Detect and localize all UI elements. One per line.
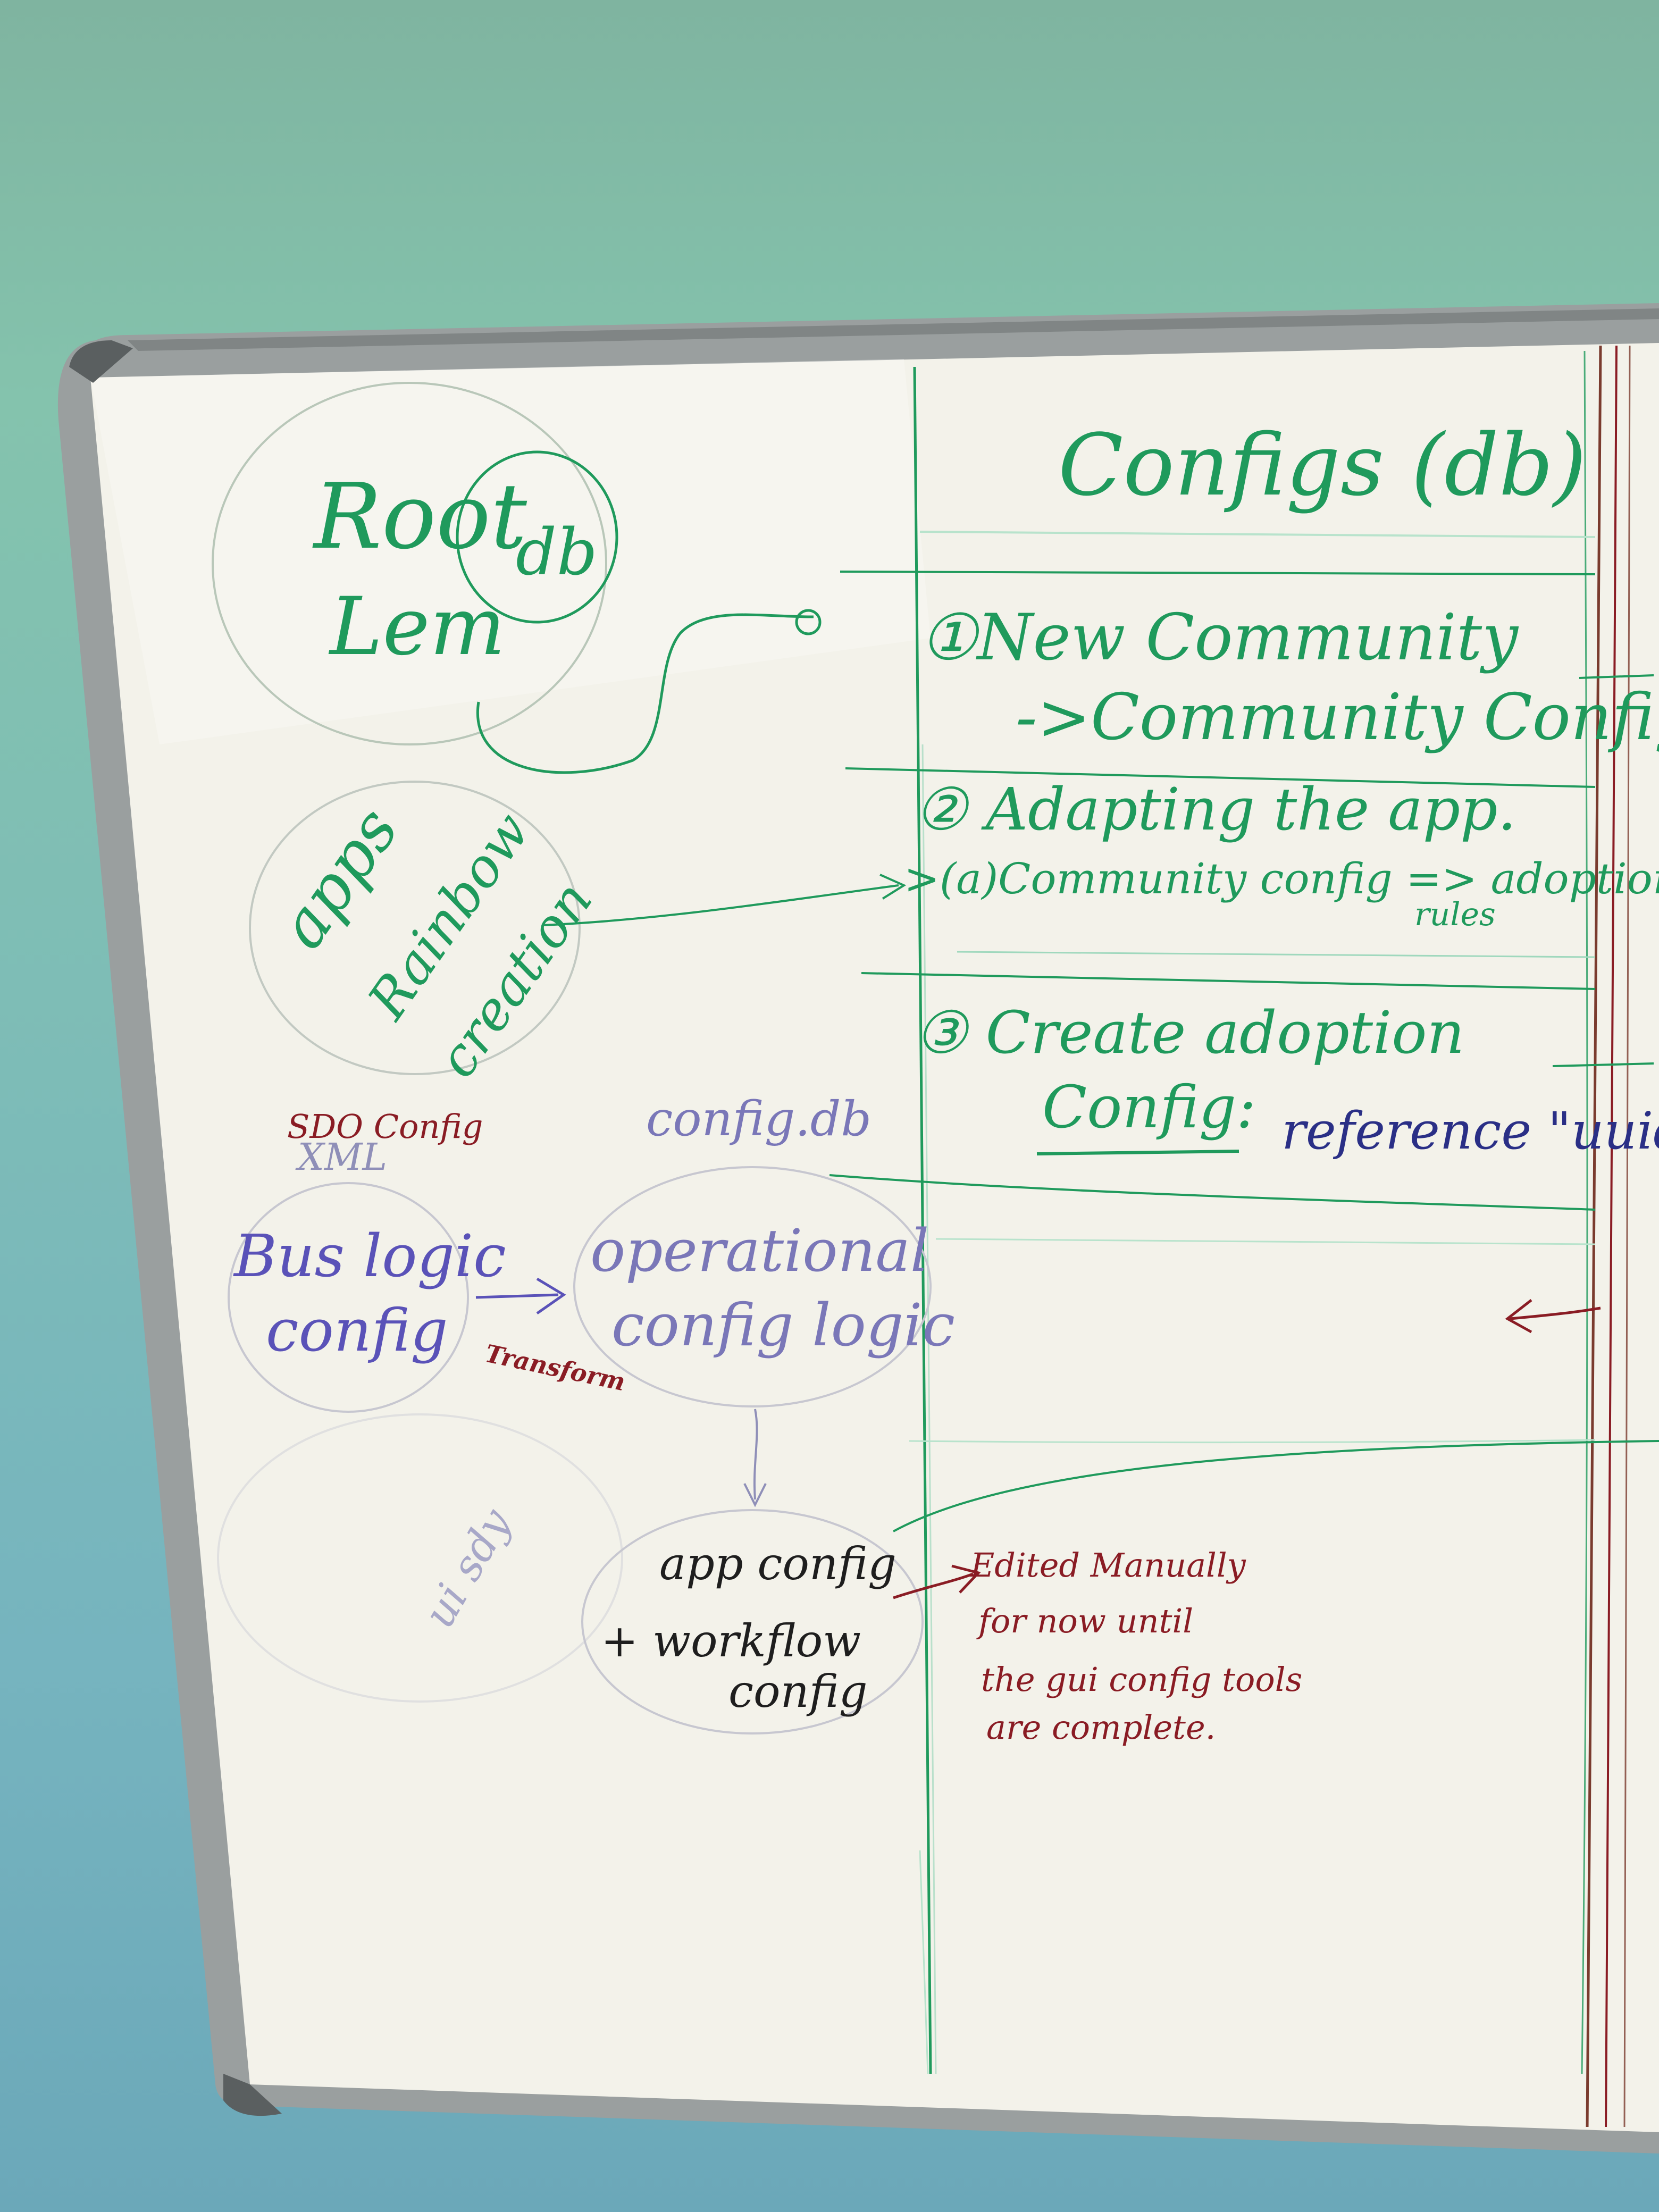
transform-arrow-head (536, 1277, 566, 1315)
item3-note: reference "uuid" (1281, 1101, 1659, 1161)
edited-note-line4: are complete. (986, 1708, 1216, 1747)
bus-config-label: config (266, 1296, 448, 1364)
whiteboard-frame-shade (128, 308, 1659, 351)
workflow-config-label: config (728, 1665, 868, 1717)
whiteboard (57, 303, 1659, 2154)
row-line-5 (909, 1439, 1596, 1444)
app-config-circle (581, 1509, 924, 1735)
row-line-7 (919, 1850, 929, 2074)
apps-arrow-head (879, 874, 907, 900)
faint-circle (217, 1413, 623, 1703)
root-label: Root (312, 464, 527, 569)
config-db-label: config.db (646, 1091, 872, 1147)
row-line-1 (840, 571, 1596, 575)
configs-header: Configs (db) (1058, 415, 1587, 515)
workflow-label: + workflow (601, 1615, 861, 1667)
operational-node: operational config logic (573, 1166, 955, 1507)
whiteboard-corner-top-left (69, 340, 133, 383)
edited-note-line1: Edited Manually (970, 1546, 1246, 1585)
header-underline (919, 531, 1596, 538)
item2-line2: >(a)Community config => adoption (904, 854, 1659, 903)
row-line-4-faint (935, 1238, 1596, 1245)
operational-label: operational (590, 1217, 929, 1285)
whiteboard-corner-bottom-left (223, 2074, 282, 2116)
app-config-label: app config (659, 1538, 896, 1590)
operational-to-app-arrow (753, 1409, 758, 1500)
db-circle (456, 450, 618, 624)
row-line-4 (829, 1174, 1596, 1211)
item3-arrow (1552, 1062, 1654, 1067)
column-divider-line-faint (921, 744, 937, 2074)
return-arrow (1510, 1306, 1601, 1320)
item1-line1: ①New Community (920, 601, 1519, 675)
row-line-3 (861, 972, 1596, 990)
whiteboard-surface (90, 343, 1659, 2132)
root-node: Root Lem db (212, 382, 822, 774)
item2-line3: rules (1414, 896, 1496, 933)
item3-underline (1036, 1150, 1239, 1155)
whiteboard-glare (90, 359, 931, 744)
item3-line1: ③ Create adoption (915, 999, 1464, 1067)
row-line-3-faint (957, 951, 1596, 958)
transform-arrow (475, 1293, 559, 1299)
lem-label: Lem (328, 581, 506, 673)
row-line-6 (893, 1440, 1659, 1532)
sdo-config-group: SDO Config XML (287, 1107, 483, 1179)
return-arrow-head (1505, 1299, 1532, 1334)
root-to-configs-arrow (476, 613, 814, 774)
apps-circle (249, 781, 581, 1075)
item2-line1: ② Adapting the app. (915, 775, 1516, 843)
xml-label: XML (295, 1135, 387, 1179)
db-label: db (516, 516, 598, 590)
edited-arrow-head (951, 1564, 981, 1594)
row-line-2 (845, 767, 1596, 788)
operational-circle (573, 1166, 932, 1407)
apps-to-configs-arrow (542, 884, 899, 926)
configs-column: Configs (db) ①New Community ->Community … (904, 415, 1659, 1334)
app-config-node: app config + workflow config (581, 1509, 981, 1735)
item1-arrow (1579, 674, 1654, 679)
right-edge-line-green (1581, 350, 1588, 2074)
sdo-config-label: SDO Config (287, 1107, 483, 1146)
edited-note: Edited Manually for now until the gui co… (970, 1546, 1302, 1747)
item3-line2: Config: (1042, 1073, 1256, 1141)
item1-line2: ->Community Configs. (1016, 681, 1659, 755)
config-logic-label: config logic (611, 1291, 955, 1359)
edited-arrow (893, 1572, 974, 1599)
operational-arrow-head (743, 1483, 767, 1507)
edited-note-line3: the gui config tools (981, 1660, 1302, 1699)
root-circle (212, 382, 607, 745)
bus-logic-circle (228, 1182, 469, 1413)
column-divider-line (913, 366, 932, 2074)
edited-note-line2: for now until (976, 1602, 1193, 1640)
bus-logic-label: Bus logic (233, 1222, 506, 1290)
arrow-end-circle (795, 609, 822, 635)
